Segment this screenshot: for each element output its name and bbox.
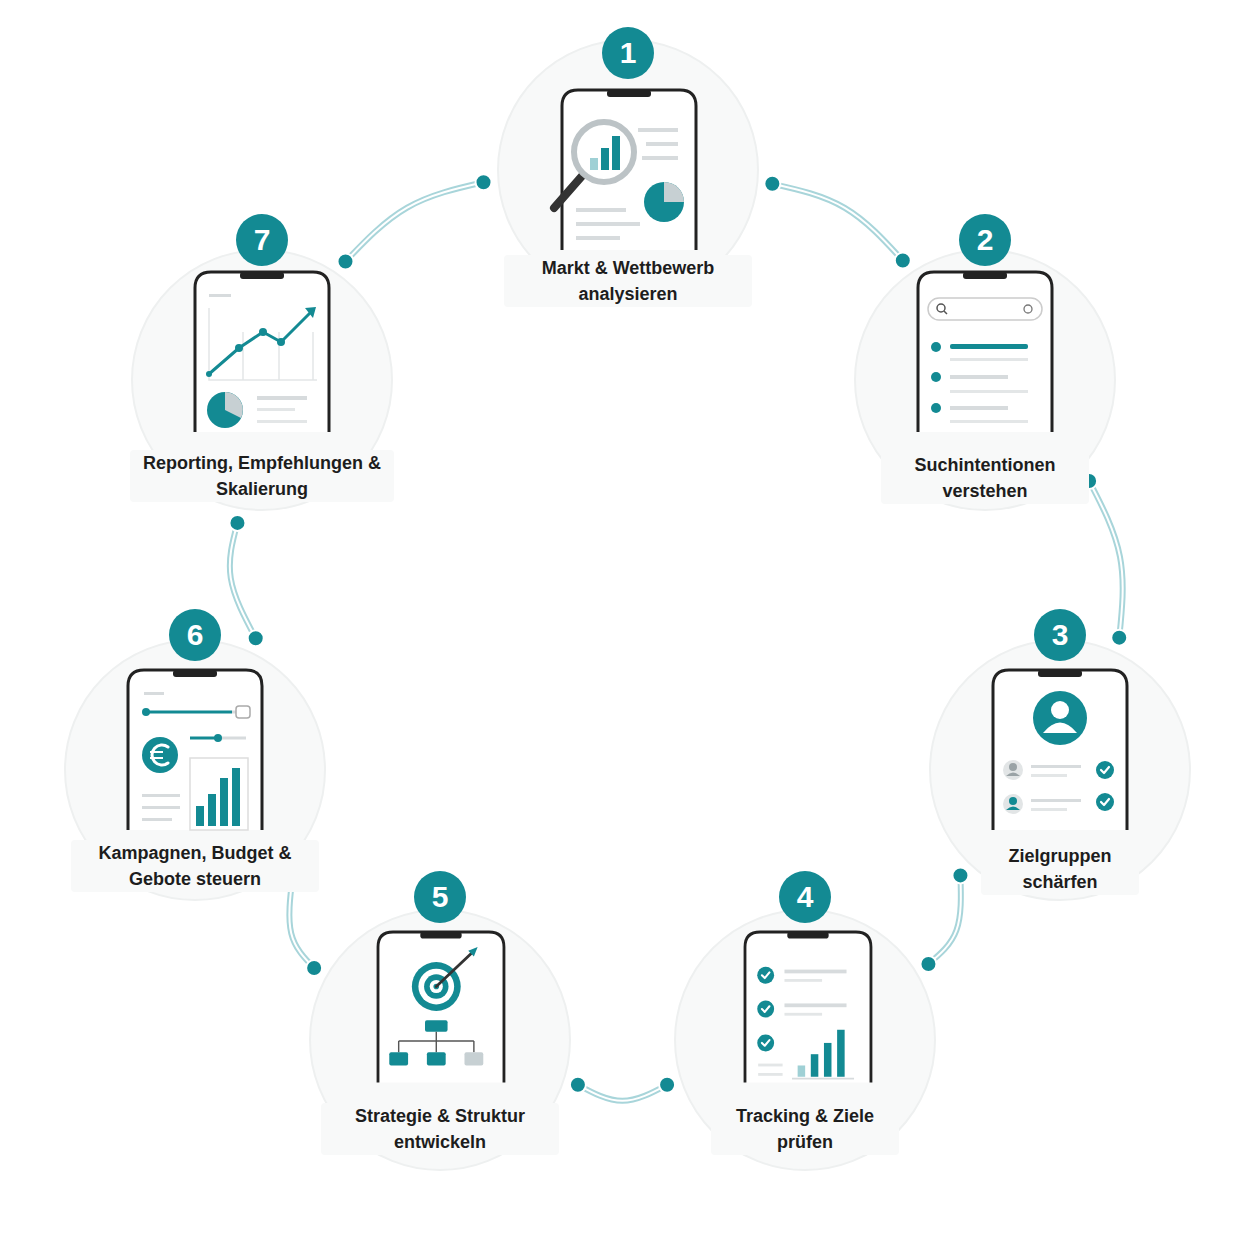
connector-dot	[337, 253, 353, 269]
step-number: 2	[959, 214, 1011, 266]
connector-line-inner	[1089, 481, 1123, 638]
phone-audience-icon	[993, 670, 1127, 830]
connector-dot	[659, 1077, 675, 1093]
step-number: 1	[602, 27, 654, 79]
connector-line-inner	[345, 182, 483, 261]
process-step: 5Strategie & Struktur entwickeln	[295, 895, 585, 1185]
connector-line	[230, 523, 256, 638]
connector-dot	[570, 1077, 586, 1093]
step-number: 6	[169, 609, 221, 661]
process-step: 2Suchintentionen verstehen	[840, 235, 1130, 525]
phone-tracking-icon	[745, 932, 871, 1082]
process-step: 1Markt & Wettbewerb analysieren	[483, 25, 773, 315]
connector-line-inner	[230, 523, 256, 638]
connector-line-inner	[928, 875, 960, 964]
step-label: Tracking & Ziele prüfen	[711, 1103, 899, 1155]
connector-dot	[895, 253, 911, 269]
connector-line	[928, 875, 960, 964]
phone-search-icon	[918, 272, 1052, 432]
connector-line-inner	[578, 1085, 667, 1101]
connector	[337, 174, 491, 269]
step-number: 4	[779, 871, 831, 923]
step-number: 3	[1034, 609, 1086, 661]
connector-dot	[248, 630, 264, 646]
connector-dot	[920, 956, 936, 972]
phone-strategy-icon	[378, 932, 504, 1082]
connector-dot	[229, 515, 245, 531]
process-step: 4Tracking & Ziele prüfen	[660, 895, 950, 1185]
phone-analysis-icon	[554, 90, 696, 250]
process-step: 7Reporting, Empfehlungen & Skalierung	[117, 235, 407, 525]
connector-line	[345, 182, 483, 261]
process-step: 6Kampagnen, Budget & Gebote steuern	[50, 625, 340, 915]
connector	[764, 176, 910, 269]
phone-reporting-icon	[195, 272, 329, 432]
connector-line-inner	[772, 184, 902, 261]
step-label: Kampagnen, Budget & Gebote steuern	[71, 840, 319, 892]
connector-line	[772, 184, 902, 261]
step-label: Zielgruppen schärfen	[981, 843, 1139, 895]
connector-line	[578, 1085, 667, 1101]
step-label: Suchintentionen verstehen	[881, 452, 1089, 504]
step-label: Markt & Wettbewerb analysieren	[504, 255, 752, 307]
connector-dot	[306, 960, 322, 976]
step-label: Reporting, Empfehlungen & Skalierung	[130, 450, 394, 502]
step-label: Strategie & Struktur entwickeln	[321, 1103, 559, 1155]
connector	[229, 515, 263, 646]
process-step: 3Zielgruppen schärfen	[915, 625, 1205, 915]
connector-line	[1089, 481, 1123, 638]
phone-budget-icon	[128, 670, 262, 830]
step-circles	[65, 40, 1190, 1170]
step-number: 7	[236, 214, 288, 266]
step-number: 5	[414, 871, 466, 923]
connector-dot	[476, 174, 492, 190]
connector-dot	[952, 867, 968, 883]
connector-dot	[1111, 630, 1127, 646]
connector	[920, 867, 968, 972]
connector-dot	[764, 176, 780, 192]
connector	[570, 1077, 675, 1101]
